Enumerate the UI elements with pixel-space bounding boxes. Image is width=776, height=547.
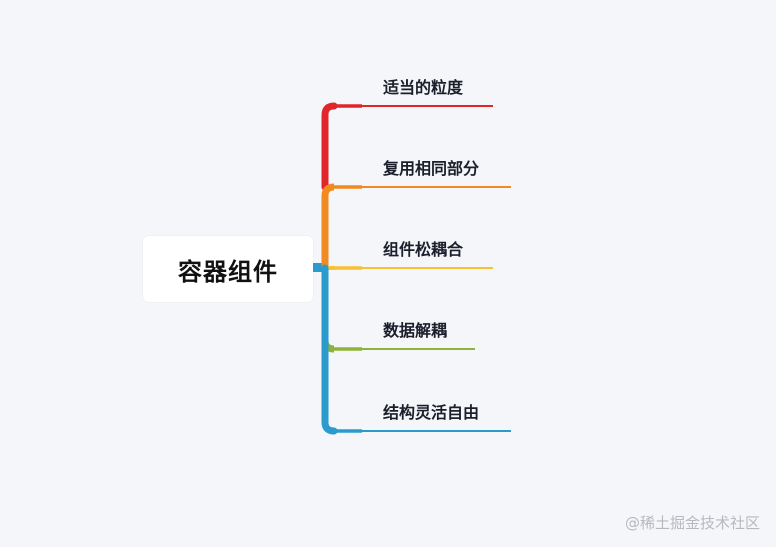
branch-label-5[interactable]: 结构灵活自由 <box>383 403 480 422</box>
branch-label-1[interactable]: 适当的粒度 <box>383 78 464 97</box>
branch-label-2[interactable]: 复用相同部分 <box>383 159 480 178</box>
root-node[interactable]: 容器组件 <box>143 236 313 302</box>
branch-label-3[interactable]: 组件松耦合 <box>383 240 464 259</box>
branch-label-4[interactable]: 数据解耦 <box>383 321 448 340</box>
root-node-label: 容器组件 <box>178 257 278 286</box>
trunk-segment-2 <box>321 183 335 268</box>
root-stub <box>313 263 325 272</box>
trunk-segment-1 <box>321 102 338 191</box>
watermark: @稀土掘金技术社区 <box>624 514 760 532</box>
